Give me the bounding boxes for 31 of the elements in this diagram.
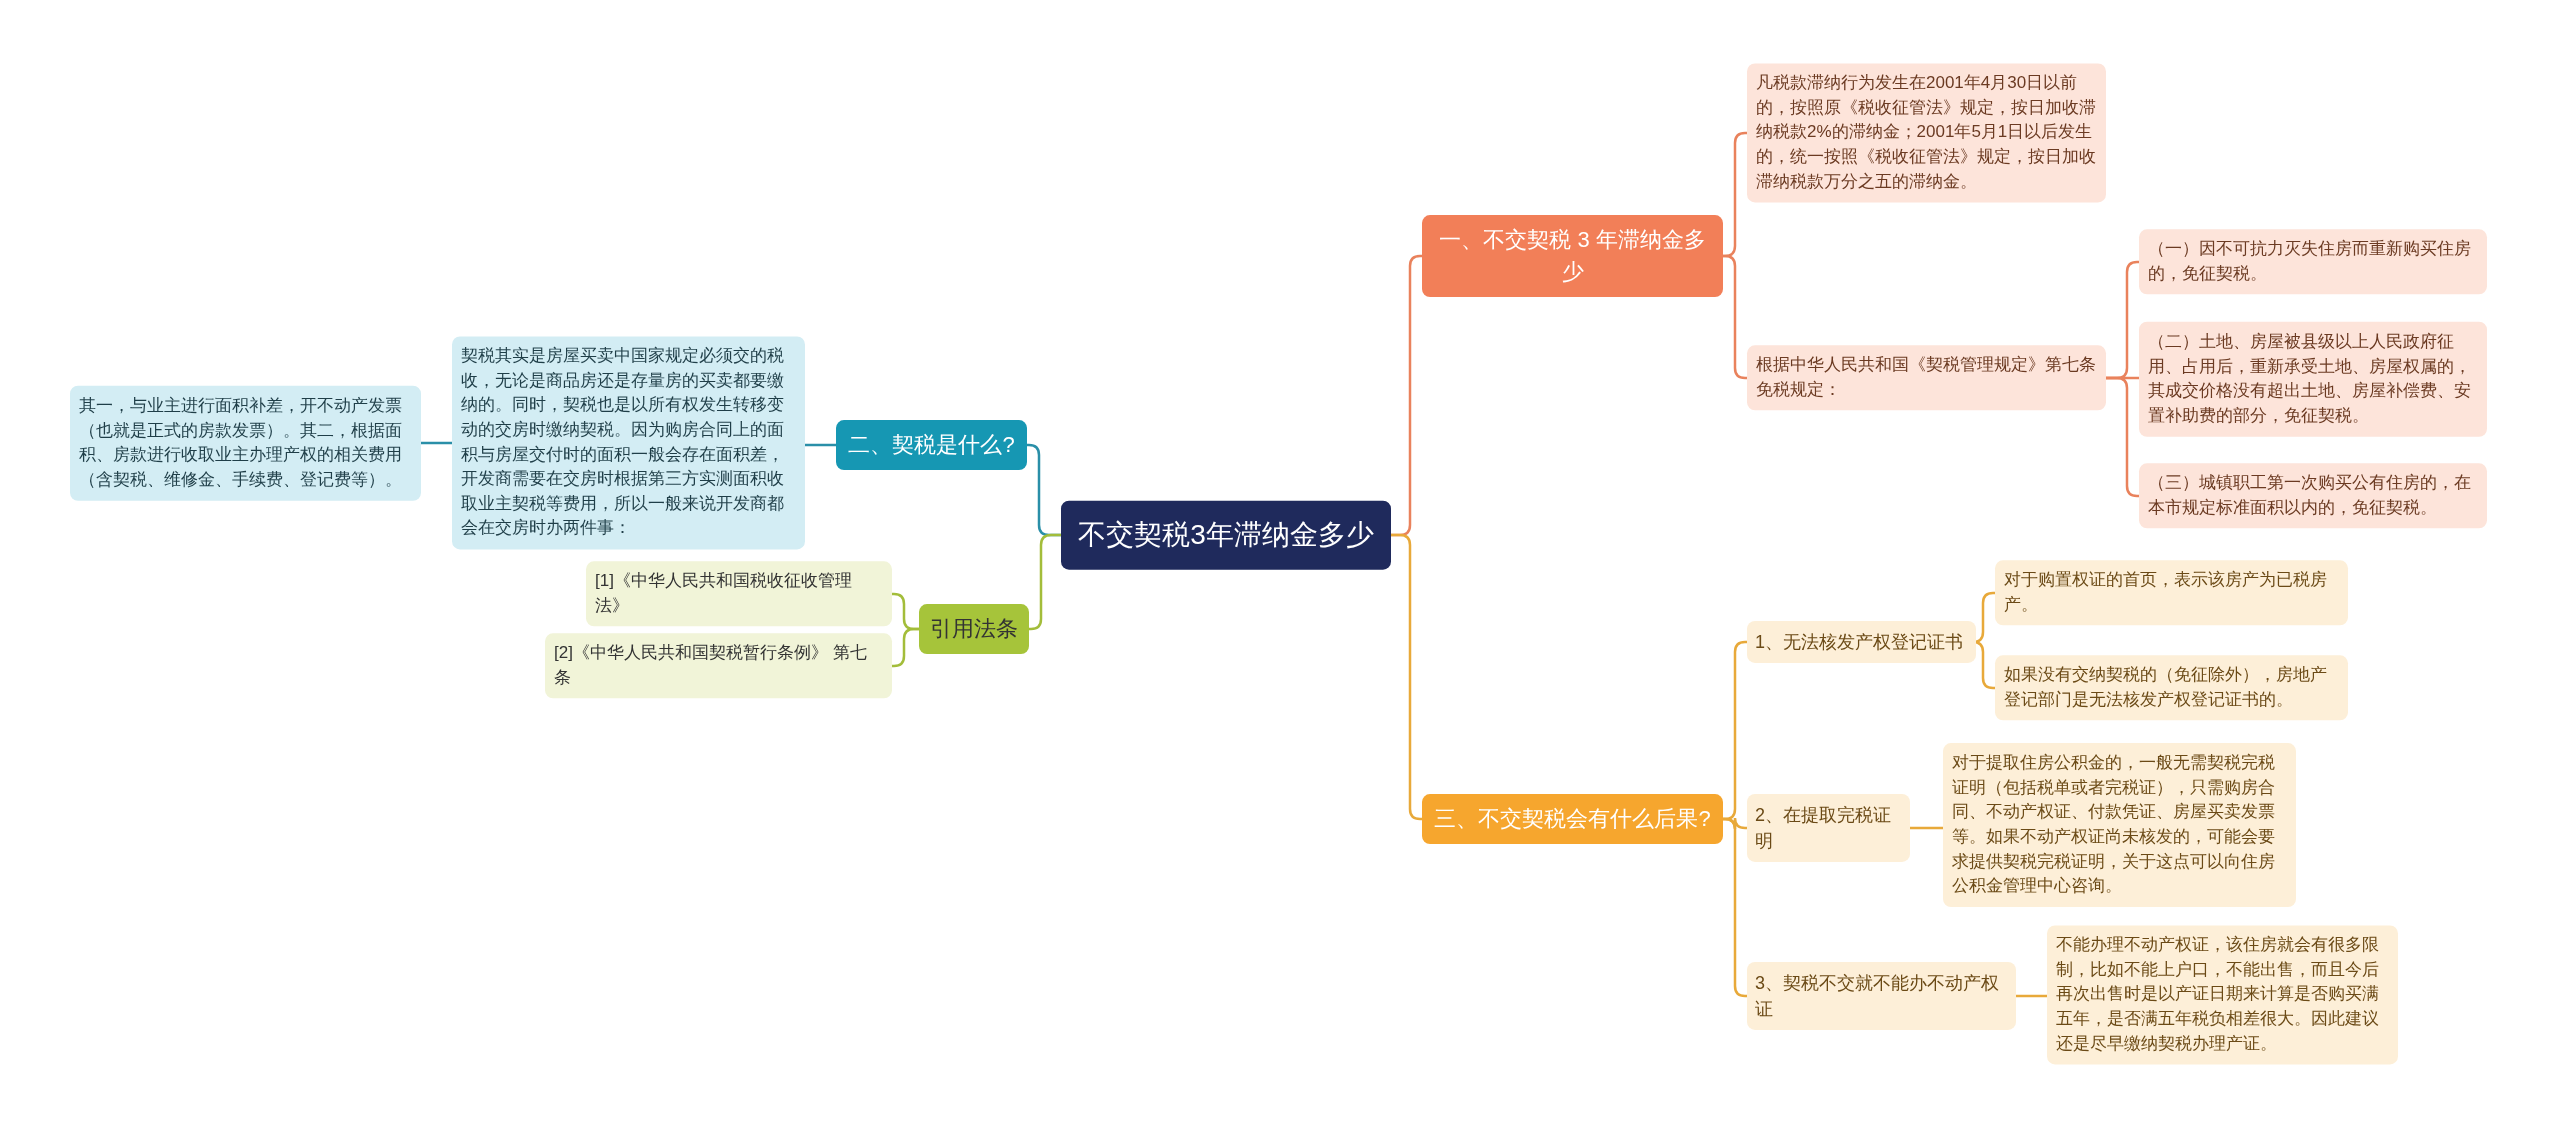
connector-line (1723, 254, 1747, 380)
connector-line (421, 441, 452, 445)
branch-topic-box: 二、契税是什么? (836, 420, 1027, 470)
connector-line (2016, 994, 2047, 998)
note-box: （二）土地、房屋被县级以上人民政府征用、占用后，重新承受土地、房屋权属的，其成交价格没有超出土地、房屋补偿费、安置补助费的部分，免征契税。 (2139, 321, 2487, 437)
connector-line (1029, 533, 1061, 631)
note-box: 契税其实是房屋买卖中国家规定必须交的税收，无论是商品房还是存量房的买卖都要缴纳的。同时，契税也是以所有权发生转移变动的交房时缴纳契税。因为购房合同上的面积与房屋交付时的面积一般会存在面积差，开发商需要在交房时根据第三方实测面积收取业主契税等费用，所以一般来说开发商都会在交房时办两件事： (452, 336, 805, 550)
note-box: 根据中华人民共和国《契税管理规定》第七条免税规定： (1747, 345, 2106, 411)
note-box: [1]《中华人民共和国税收征收管理法》 (586, 561, 892, 627)
note-box: [2]《中华人民共和国契税暂行条例》 第七条 (545, 633, 892, 699)
connector-line (1391, 533, 1422, 821)
note-box: 对于提取住房公积金的，一般无需契税完税证明（包括税单或者完税证），只需购房合同、不动产权证、付款凭证、房屋买卖发票等。如果不动产权证尚未核发的，可能会要求提供契税完税证明，关于这点可以向住房公积金管理中心咨询。 (1943, 743, 2296, 907)
subtopic-box: 3、契税不交就不能办不动产权证 (1747, 961, 2016, 1031)
note-box: （一）因不可抗力灭失住房而重新购买住房的，免征契税。 (2139, 229, 2487, 295)
connector-line (805, 443, 836, 447)
branch-topic-box: 引用法条 (919, 604, 1029, 654)
note-box: 如果没有交纳契税的（免征除外），房地产登记部门是无法核发产权登记证书的。 (1995, 655, 2348, 721)
note-box: 凡税款滞纳行为发生在2001年4月30日以前的，按照原《税收征管法》规定，按日加收滞纳税款2%的滞纳金；2001年5月1日以后发生的，统一按照《税收征管法》规定，按日加收滞纳税款万分之五的滞纳金。 (1747, 63, 2106, 203)
connector-line (892, 627, 919, 668)
note-box: 其一，与业主进行面积补差，开不动产发票（也就是正式的房款发票）。其二，根据面积、房款进行收取业主办理产权的相关费用（含契税、维修金、手续费、登记费等）。 (70, 385, 421, 501)
connector-line (1723, 817, 1747, 998)
branch-topic-box: 三、不交契税会有什么后果? (1422, 794, 1723, 844)
subtopic-box: 1、无法核发产权登记证书 (1747, 620, 1976, 664)
note-box: 不能办理不动产权证，该住房就会有很多限制，比如不能上户口，不能出售，而且今后再次出售时是以产证日期来计算是否购买满五年，是否满五年税负相差很大。因此建议还是尽早缴纳契税办理产证。 (2047, 925, 2398, 1065)
central-topic-box: 不交契税3年滞纳金多少 (1061, 500, 1391, 570)
connector-line (1910, 826, 1943, 830)
subtopic-box: 2、在提取完税证明 (1747, 793, 1910, 863)
note-box: （三）城镇职工第一次购买公有住房的，在本市规定标准面积以内的，免征契税。 (2139, 463, 2487, 529)
branch-topic-box: 一、不交契税 3 年滞纳金多少 (1422, 215, 1723, 297)
note-box: 对于购置权证的首页，表示该房产为已税房产。 (1995, 560, 2348, 626)
connector-line (2106, 376, 2139, 498)
